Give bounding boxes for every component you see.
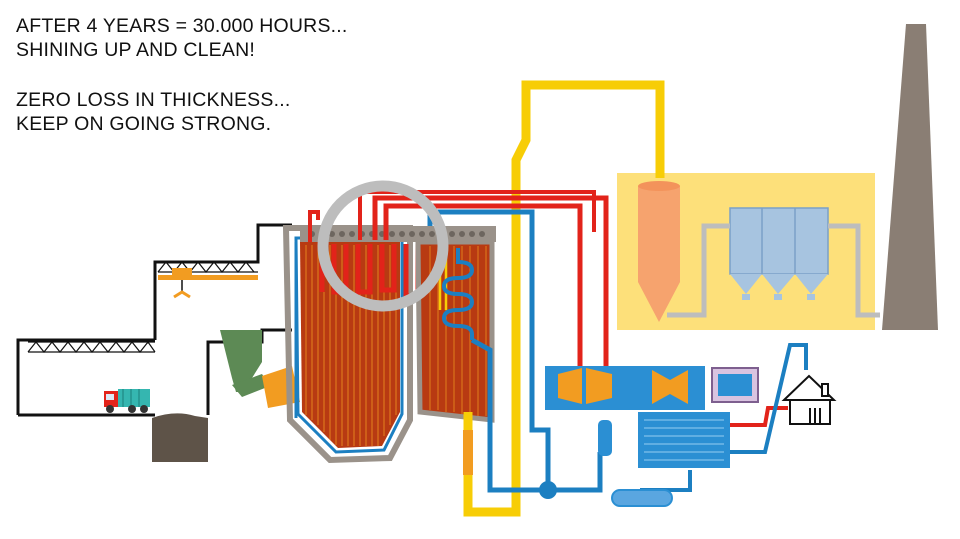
highlight-ring — [317, 180, 449, 312]
cooling-loop — [640, 470, 692, 492]
boiler-tubes — [300, 242, 400, 448]
drum-riser — [308, 210, 320, 242]
hp-turbine — [558, 368, 582, 404]
cyclone-top — [638, 181, 680, 191]
caption-line: AFTER 4 YEARS = 30.000 HOURS... — [16, 15, 348, 37]
truck-icon — [104, 389, 150, 413]
reheat-return — [358, 190, 596, 240]
lp-turbine — [652, 370, 688, 404]
condenser — [638, 412, 730, 468]
reheat-steam-pipe — [383, 203, 583, 388]
caption-block-1: AFTER 4 YEARS = 30.000 HOURS... SHINING … — [16, 14, 348, 63]
house-icon — [781, 374, 837, 425]
generator-core — [718, 374, 752, 396]
flue-gas-duct — [463, 80, 665, 517]
fuel-feeder — [232, 374, 270, 397]
caption-line: ZERO LOSS IN THICKNESS... — [16, 89, 291, 111]
fuel-pile — [152, 413, 208, 462]
crane-icon — [158, 268, 258, 299]
feedwater-heater — [598, 420, 612, 456]
back-pass — [415, 239, 495, 423]
condenser-tubes — [644, 419, 724, 461]
burner — [262, 366, 300, 408]
cyclone-cone — [638, 282, 680, 322]
flue-gas-gradient-segment — [463, 430, 473, 475]
district-heating-return — [730, 343, 808, 454]
deaerator — [611, 489, 673, 507]
caption-line: SHINING UP AND CLEAN! — [16, 39, 255, 62]
main-steam-pipe — [372, 195, 609, 388]
cyclone — [638, 186, 680, 282]
district-heating-supply — [730, 406, 788, 427]
fuel-hopper — [220, 330, 262, 392]
feed-pump — [539, 481, 557, 499]
roof-truss-lower — [27, 340, 156, 353]
chimney — [882, 24, 938, 330]
caption-line: KEEP ON GOING STRONG. — [16, 113, 272, 136]
ip-turbine — [586, 368, 612, 404]
clean-gas-duct — [667, 223, 880, 318]
feedwater-pipe — [470, 337, 603, 493]
economizer-coil — [441, 248, 475, 340]
bag-filter — [729, 207, 829, 300]
caption-block-2: ZERO LOSS IN THICKNESS... KEEP ON GOING … — [16, 88, 290, 137]
